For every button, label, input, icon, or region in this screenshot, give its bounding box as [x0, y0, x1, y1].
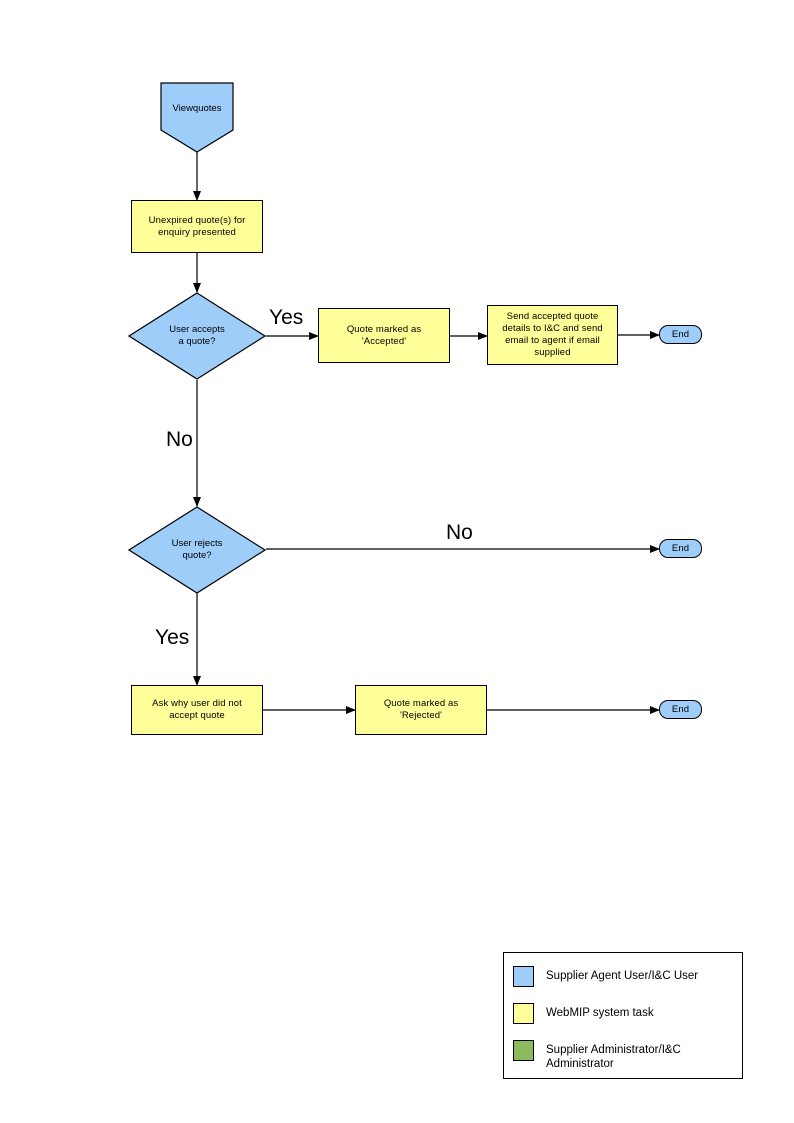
- node-end-accepted[interactable]: End: [659, 325, 702, 344]
- legend-swatch-blue-icon: [513, 966, 534, 987]
- edge-label-accepts-yes: Yes: [269, 306, 304, 329]
- node-decision-user-rejects-label: User rejects quote?: [171, 538, 223, 561]
- node-start-label: Viewquotes: [172, 102, 222, 114]
- legend-item-webmip-task: WebMIP system task: [513, 1003, 654, 1024]
- node-decision-user-rejects[interactable]: User rejects quote?: [128, 506, 266, 594]
- node-end-rejected[interactable]: End: [659, 700, 702, 719]
- edge-label-rejects-yes: Yes: [155, 626, 190, 649]
- legend-swatch-green-icon: [513, 1040, 534, 1061]
- node-ask-why-not-accepted[interactable]: Ask why user did not accept quote: [131, 685, 263, 735]
- node-quote-marked-accepted[interactable]: Quote marked as 'Accepted': [318, 308, 450, 363]
- node-decision-user-accepts-label: User accepts a quote?: [169, 324, 225, 347]
- edge-label-rejects-no: No: [446, 521, 473, 544]
- edge-label-accepts-no: No: [166, 428, 193, 451]
- legend-item-supplier-agent: Supplier Agent User/I&C User: [513, 966, 698, 987]
- node-end-no-reject[interactable]: End: [659, 539, 702, 558]
- legend-swatch-yellow-icon: [513, 1003, 534, 1024]
- node-quote-marked-rejected[interactable]: Quote marked as 'Rejected': [355, 685, 487, 735]
- node-decision-user-accepts[interactable]: User accepts a quote?: [128, 292, 266, 380]
- legend-label-supplier-admin: Supplier Administrator/I&C Administrator: [546, 1044, 681, 1071]
- legend-panel: Supplier Agent User/I&C User WebMIP syst…: [503, 952, 743, 1079]
- node-send-accepted-details[interactable]: Send accepted quote details to I&C and s…: [487, 305, 618, 365]
- node-unexpired-quotes[interactable]: Unexpired quote(s) for enquiry presented: [131, 200, 263, 253]
- legend-item-supplier-admin: Supplier Administrator/I&C Administrator: [513, 1040, 681, 1072]
- legend-label-webmip-task: WebMIP system task: [546, 1007, 654, 1019]
- legend-label-supplier-agent: Supplier Agent User/I&C User: [546, 970, 699, 982]
- node-start-viewquotes[interactable]: Viewquotes: [160, 82, 234, 153]
